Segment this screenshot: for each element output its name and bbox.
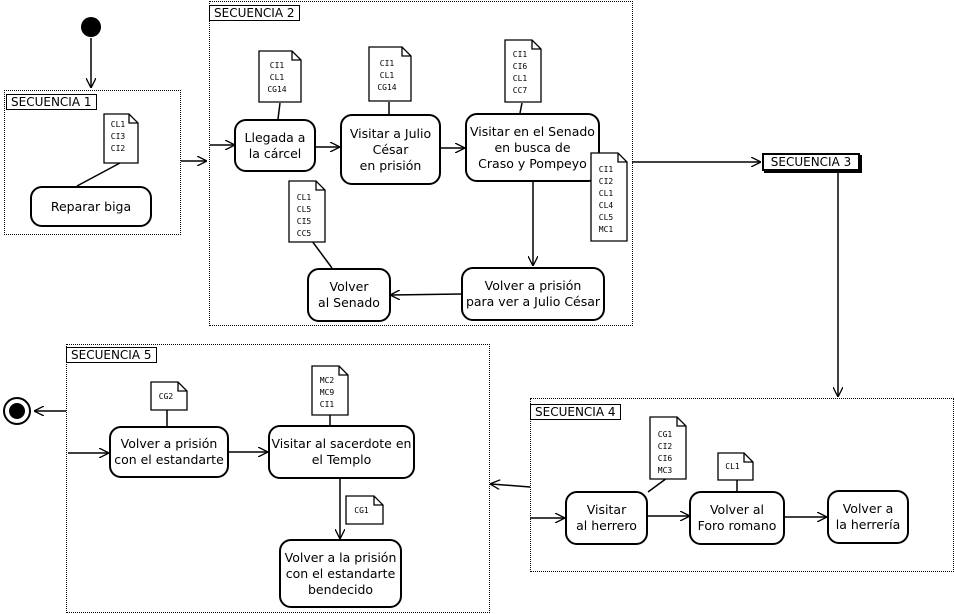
note-document-icon: CG1 CI2 CI6 MC3 [649, 416, 687, 480]
note-codes-n11: CG1 [354, 506, 369, 515]
note-document-icon: CL1 CL5 CI5 CC5 [288, 180, 326, 243]
sequence-2-frame [209, 1, 633, 326]
final-node-core [9, 403, 25, 419]
sequence-2-label: SECUENCIA 2 [209, 5, 300, 21]
sequence-5-frame [66, 344, 490, 613]
activity-volver-herreria: Volver a la herrería [827, 490, 909, 544]
note-anchor-n6 [311, 240, 333, 269]
note-anchor-n2 [277, 102, 281, 120]
note-codes-n1: CL1 CI3 CI2 [110, 120, 126, 153]
note-document-icon: CG2 [150, 381, 188, 411]
note-document-icon: CL1 [717, 452, 754, 481]
arrow-seq4-seq5 [491, 484, 531, 487]
note-codes-n8: CL1 [725, 462, 740, 471]
sequence-4-label: SECUENCIA 4 [530, 404, 621, 420]
activity-volver-foro: Volver al Foro romano [689, 491, 785, 545]
activity-visitar-herrero: Visitar al herrero [565, 491, 648, 545]
note-document-icon: CG1 [345, 495, 384, 525]
activity-volver-senado: Volver al Senado [307, 268, 391, 322]
sequence-1-frame [4, 90, 181, 235]
note-codes-n5: CI1 CI2 CL1 CL4 CL5 MC1 [598, 165, 614, 234]
note-document-icon: CI1 CI6 CL1 CC7 [504, 39, 542, 103]
activity-llegada-carcel: Llegada a la cárcel [234, 119, 316, 172]
sequence-5-label: SECUENCIA 5 [66, 347, 157, 363]
note-document-icon: CI1 CL1 CG14 [368, 46, 412, 102]
initial-node [81, 17, 101, 37]
note-codes-n10: MC2 MC9 CI1 [319, 376, 335, 409]
sequence-3-label: SECUENCIA 3 [762, 153, 860, 171]
final-node [3, 397, 31, 425]
activity-volver-prision-estandarte: Volver a prisión con el estandarte [109, 426, 229, 478]
note-document-icon: CL1 CI3 CI2 [103, 113, 139, 164]
sequence-4-frame [530, 398, 954, 572]
note-codes-n3: CI1 CL1 CG14 [377, 59, 397, 92]
note-anchor-n1 [76, 162, 121, 187]
note-anchor-n4 [519, 102, 523, 114]
activity-visitar-julio-cesar: Visitar a Julio César en prisión [340, 114, 441, 185]
activity-visitar-sacerdote: Visitar al sacerdote en el Templo [268, 425, 415, 479]
sequence-1-label: SECUENCIA 1 [6, 94, 97, 110]
note-anchor-n7 [647, 477, 668, 493]
note-codes-n7: CG1 CI2 CI6 MC3 [657, 430, 673, 475]
note-document-icon: CI1 CL1 CG14 [258, 50, 302, 103]
arrow-volver-senado2 [391, 294, 462, 295]
activity-visitar-senado: Visitar en el Senado en busca de Craso y… [465, 113, 600, 182]
note-codes-n2: CI1 CL1 CG14 [267, 61, 287, 94]
note-document-icon: MC2 MC9 CI1 [311, 365, 349, 416]
activity-reparar-biga: Reparar biga [30, 186, 152, 227]
note-codes-n6: CL1 CL5 CI5 CC5 [296, 193, 312, 238]
note-codes-n4: CI1 CI6 CL1 CC7 [512, 50, 528, 95]
note-codes-n9: CG2 [158, 392, 174, 401]
note-document-icon: CI1 CI2 CL1 CL4 CL5 MC1 [590, 152, 628, 242]
activity-volver-prision-julio-cesar: Volver a prisión para ver a Julio César [461, 267, 605, 321]
activity-volver-prision-bendecido: Volver a la prisión con el estandarte be… [279, 539, 402, 608]
